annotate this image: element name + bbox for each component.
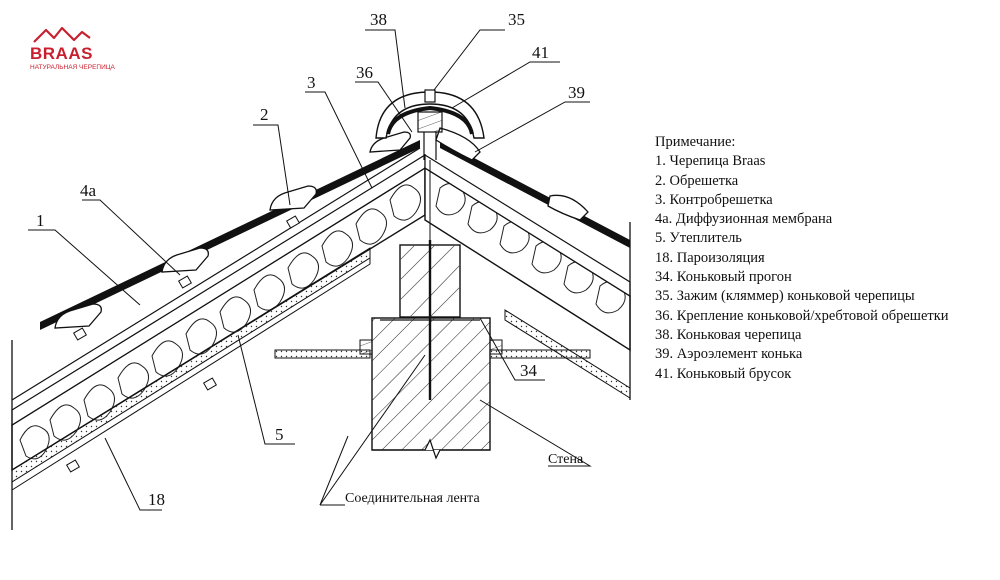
wall-break-mark [372,438,490,460]
roof-ridge-section: 38 35 41 36 39 2 3 4а 1 5 18 34 Стена Со… [11,10,631,530]
tile-profiles-left [54,131,412,329]
legend-item: 36. Крепление коньковой/хребтовой обреше… [655,307,949,324]
interior-finish-left [11,257,371,491]
leader-lines [28,29,592,511]
legend-item: 35. Зажим (кляммер) коньковой черепицы [655,288,915,305]
callout-5: 5 [275,425,284,444]
legend-item: 18. Пароизоляция [655,249,765,266]
legend-item: 38. Коньковая черепица [655,326,802,343]
callout-4a: 4а [80,181,97,200]
legend-item: 2. Обрешетка [655,172,739,189]
braas-logo: BRAAS НАТУРАЛЬНАЯ ЧЕРЕПИЦА [30,26,116,71]
callout-3: 3 [307,73,316,92]
battens-left [65,215,301,473]
tile-profiles-right [435,127,589,221]
label-connecting-tape: Соединительная лента [345,491,480,506]
legend-item: 4а. Диффузионная мембрана [655,211,833,228]
legend-title: Примечание: [655,134,736,150]
callout-34: 34 [520,361,538,380]
logo-tagline: НАТУРАЛЬНАЯ ЧЕРЕПИЦА [30,64,116,71]
legend-item: 34. Коньковый прогон [655,269,792,286]
right-roof-slope [424,127,631,400]
callout-36: 36 [356,63,373,82]
callout-39: 39 [568,83,585,102]
legend-item: 3. Контробрешетка [655,191,773,208]
legend-item: 39. Аэроэлемент конька [655,346,803,363]
callout-2: 2 [260,105,269,124]
legend: Примечание: 1. Черепица Braas 2. Обрешет… [655,133,949,384]
label-wall: Стена [548,452,584,467]
callout-35: 35 [508,10,525,29]
legend-item: 5. Утеплитель [655,230,742,247]
ridge-clip [424,89,436,103]
callout-38: 38 [370,10,387,29]
counter-batten-left [11,153,426,427]
ridge-purlin [380,240,480,400]
callout-18: 18 [148,490,165,509]
logo-brand: BRAAS [30,44,93,63]
insulation-loops-left [19,184,421,460]
legend-item: 41. Коньковый брусок [655,365,792,382]
diffusion-membrane-left [11,147,421,401]
ridge-batten-bracket [423,132,437,160]
left-roof-slope [11,131,426,530]
ridge-assembly [375,89,485,240]
callout-41: 41 [532,43,549,62]
callout-1: 1 [36,211,45,230]
logo-roof-icon [33,26,91,43]
legend-item: 1. Черепица Braas [655,153,766,170]
ridge-tile [375,91,485,139]
roof-tile-left [40,140,420,330]
roof-tile-right [440,140,630,248]
ridge-batten [417,111,443,133]
